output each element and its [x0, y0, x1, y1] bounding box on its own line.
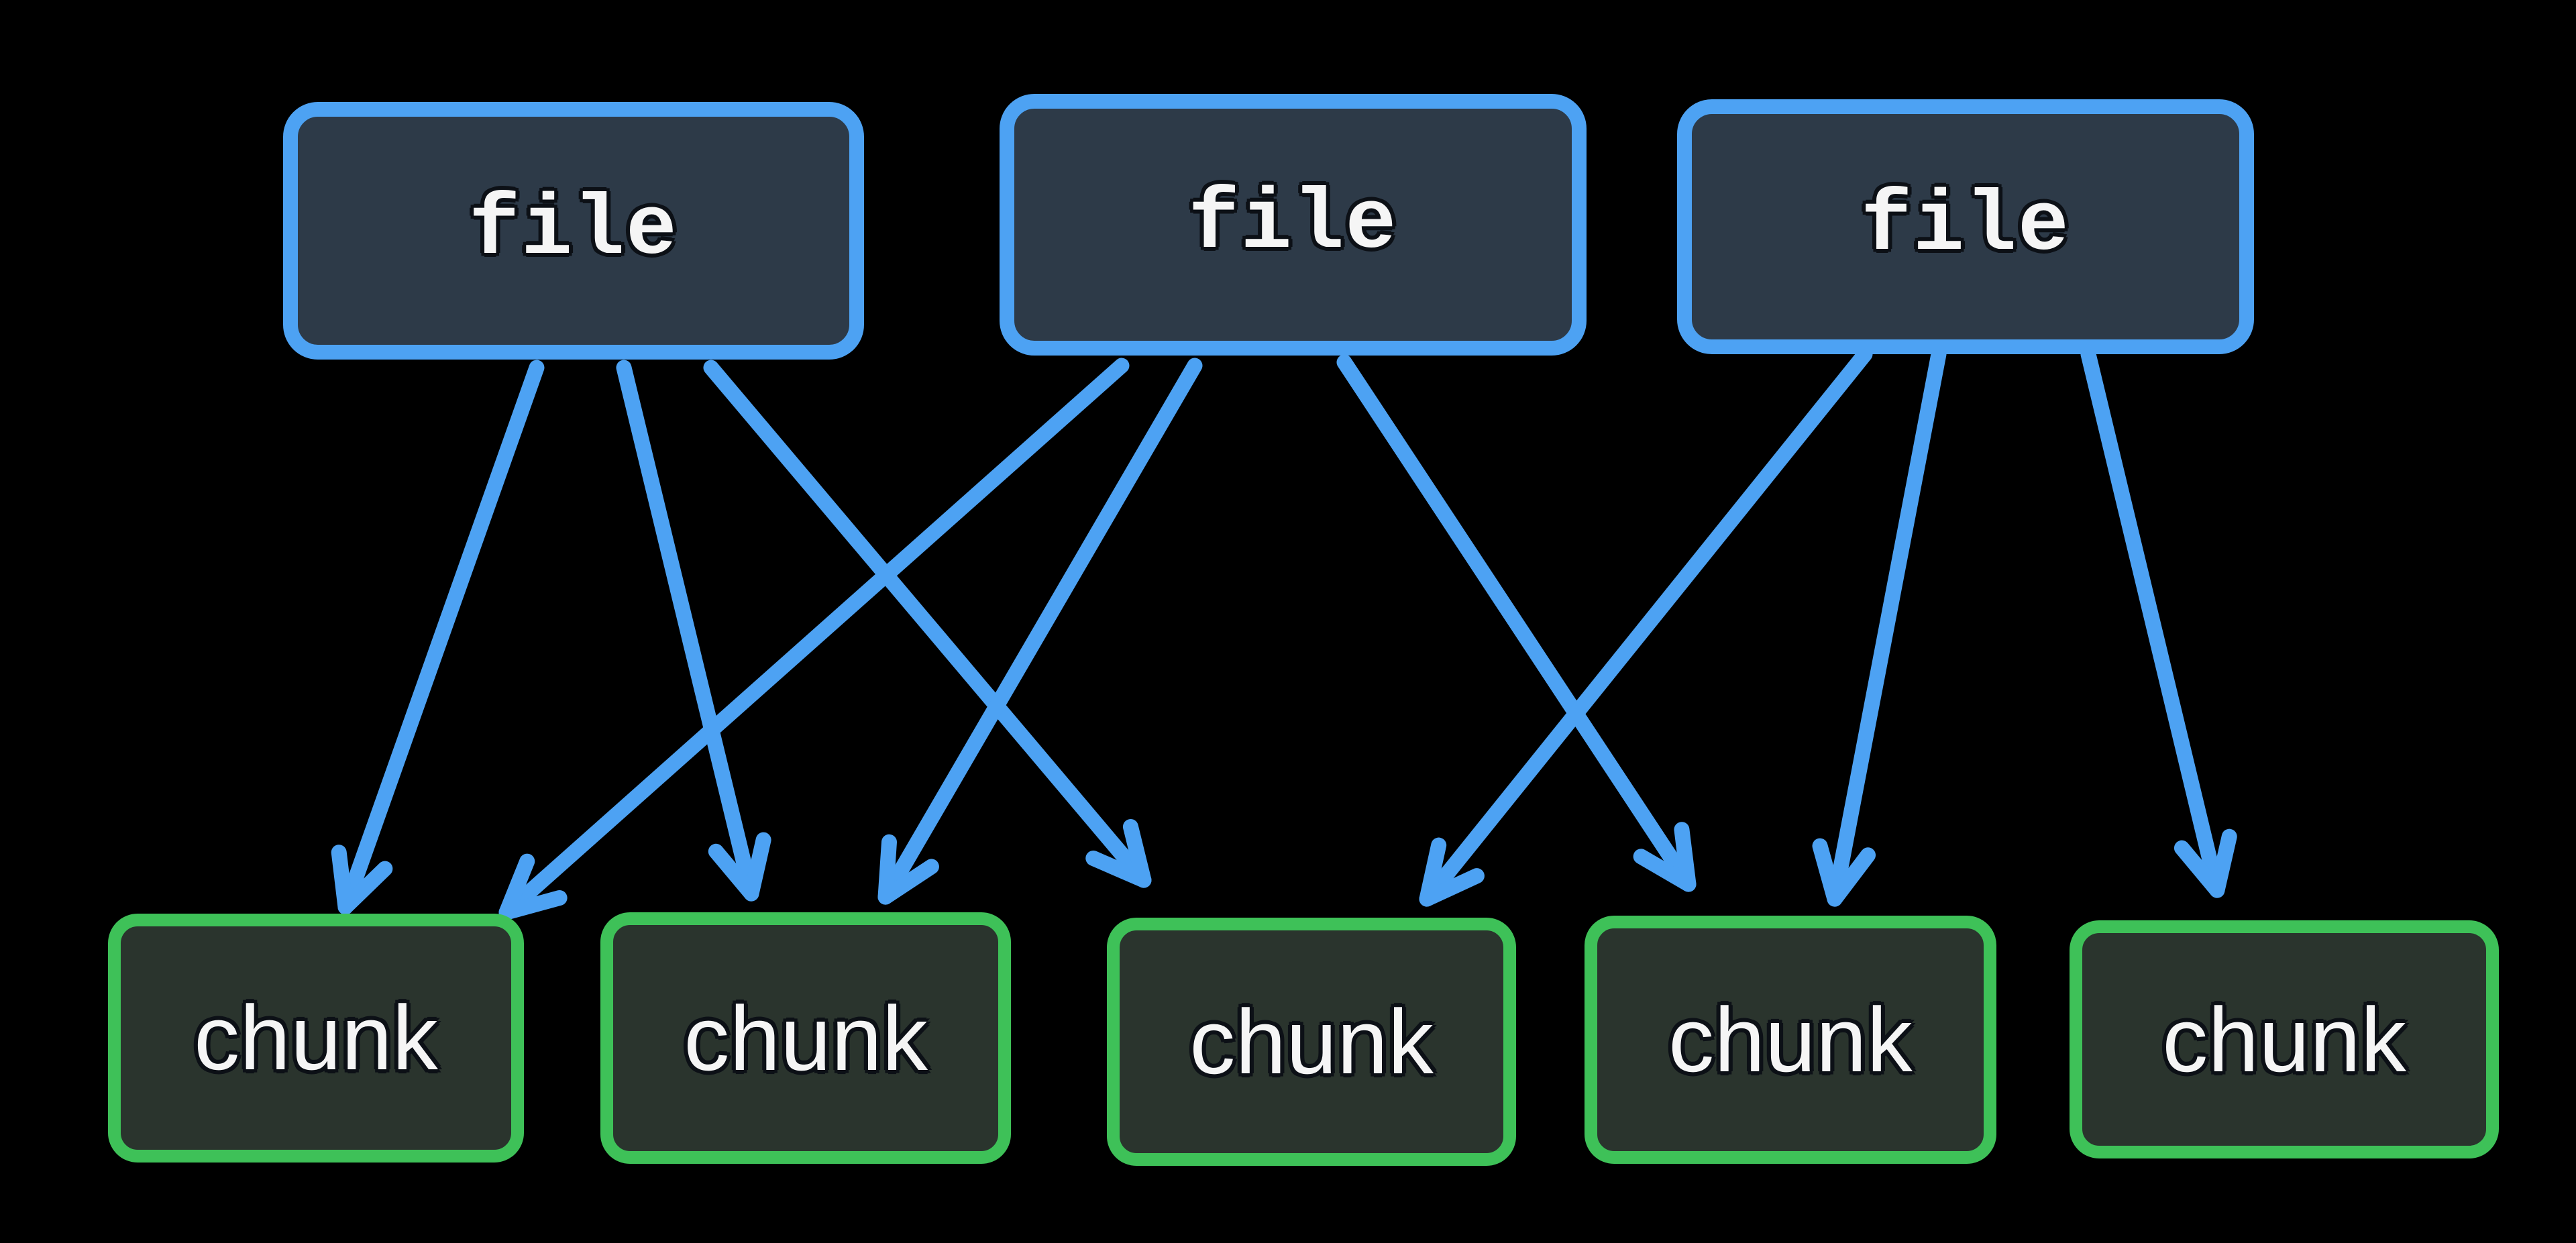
chunk-2-label: chunk [684, 987, 928, 1089]
chunk-4-label: chunk [1668, 989, 1913, 1091]
file-2-label: file [1188, 176, 1398, 273]
arrow-file-3-to-chunk-5 [2080, 346, 2237, 898]
arrow-file-2-to-chunk-1 [498, 358, 1130, 920]
chunk-3-label: chunk [1189, 991, 1434, 1093]
file-3-label: file [1860, 178, 2070, 275]
chunk-node-1: chunk [107, 914, 525, 1163]
arrow-file-1-to-chunk-3 [703, 360, 1152, 888]
chunk-5-label: chunk [2162, 988, 2406, 1091]
arrow-file-1-to-chunk-2 [616, 360, 771, 902]
chunk-node-5: chunk [2070, 920, 2500, 1159]
arrow-file-2-to-chunk-2 [877, 358, 1203, 905]
arrow-file-3-to-chunk-3 [1419, 346, 1873, 907]
arrow-file-1-to-chunk-1 [331, 360, 545, 915]
chunk-1-label: chunk [194, 987, 438, 1089]
arrow-file-2-to-chunk-4 [1336, 354, 1697, 892]
file-node-2: file [999, 94, 1587, 356]
chunk-node-2: chunk [600, 912, 1012, 1165]
file-1-label: file [469, 182, 678, 279]
file-node-3: file [1676, 99, 2254, 355]
chunk-node-4: chunk [1584, 916, 1996, 1165]
file-node-1: file [283, 101, 864, 360]
arrow-file-3-to-chunk-4 [1812, 346, 1947, 907]
chunk-node-3: chunk [1107, 918, 1517, 1167]
